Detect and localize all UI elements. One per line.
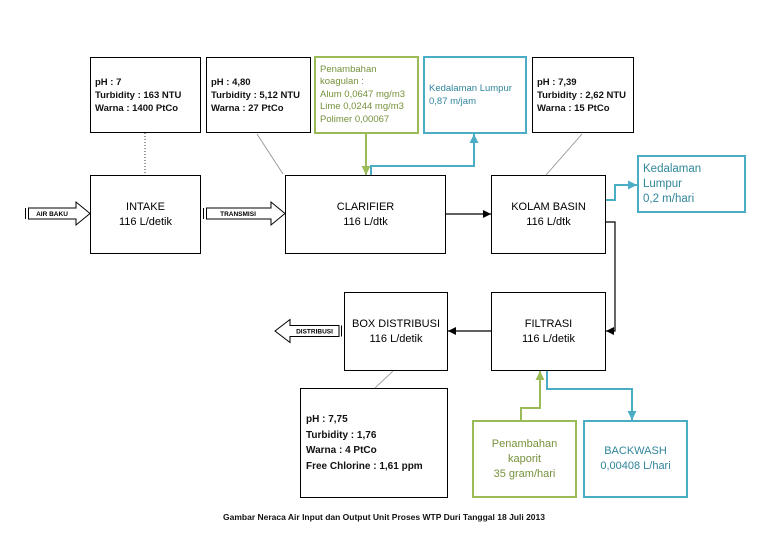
basin-sludge-heading-line-2: Lumpur (643, 177, 682, 190)
coagulant-addition-box: Penambahan koagulan : Alum 0,0647 mg/m3 … (314, 56, 419, 134)
distribution-turbidity: Turbidity : 1,76 (306, 429, 377, 441)
basin-color: Warna : 15 PtCo (537, 102, 610, 114)
distribution-color: Warna : 4 PtCo (306, 445, 377, 456)
basin-turbidity: Turbidity : 2,62 NTU (537, 89, 627, 101)
distribution-box-unit: BOX DISTRIBUSI 116 L/detik (344, 292, 448, 371)
backwash-value: 0,00408 L/hari (600, 460, 671, 472)
connector-clarifier-inlet-quality (256, 133, 284, 175)
transmission-arrow: TRANSMISI (203, 200, 286, 227)
arrow-chlorine-to-filtration (520, 371, 545, 420)
arrow-clarifier-to-sludge (370, 134, 479, 175)
intake-unit-box: INTAKE 116 L/detik (90, 175, 201, 254)
basin-water-quality-box: pH : 7,39 Turbidity : 2,62 NTU Warna : 1… (532, 57, 634, 133)
raw-water-arrow: AIR BAKU (25, 200, 91, 227)
backwash-label: BACKWASH (604, 445, 667, 457)
clarifier-sludge-depth-box: Kedalaman Lumpur 0,87 m/jam (423, 56, 527, 134)
intake-unit-name: INTAKE (126, 200, 165, 213)
intake-unit-flow: 116 L/detik (118, 215, 172, 228)
raw-water-arrow-shape (28, 200, 91, 227)
coagulant-lime: Lime 0,0244 mg/m3 (320, 101, 404, 113)
clarifier-unit-name: CLARIFIER (336, 200, 395, 213)
chlorine-heading-line-2: kaporit (507, 452, 542, 465)
clarifier-sludge-label: Kedalaman Lumpur (429, 83, 512, 94)
raw-water-arrow-label: AIR BAKU (36, 211, 68, 218)
figure-caption: Gambar Neraca Air Input dan Output Unit … (223, 512, 545, 522)
transmission-arrow-label: TRANSMISI (220, 211, 256, 218)
arrow-basin-to-sludge (606, 180, 637, 201)
clarifier-inlet-color: Warna : 27 PtCo (211, 102, 284, 114)
distribution-arrow: DISTRIBUSI (274, 318, 342, 344)
distribution-box-flow: 116 L/detik (369, 332, 423, 345)
connector-basin-quality (545, 133, 583, 176)
intake-turbidity: Turbidity : 163 NTU (95, 89, 182, 101)
coagulant-polymer: Polimer 0,00067 (320, 113, 390, 125)
clarifier-unit-box: CLARIFIER 116 L/dtk (285, 175, 446, 254)
basin-unit-box: KOLAM BASIN 116 L/dtk (491, 175, 606, 254)
clarifier-sludge-value: 0,87 m/jam (429, 96, 476, 107)
connector-distribution-quality (374, 370, 394, 389)
arrow-filtration-to-backwash (546, 371, 637, 420)
distribution-ph: pH : 7,75 (306, 414, 348, 425)
basin-unit-flow: 116 L/dtk (526, 215, 571, 228)
distribution-arrow-shape (274, 318, 340, 344)
basin-sludge-heading-line-1: Kedalaman (643, 162, 702, 175)
transmission-arrow-shape (206, 200, 286, 227)
intake-color: Warna : 1400 PtCo (95, 102, 179, 114)
distribution-free-chlorine: Free Chlorine : 1,61 ppm (306, 460, 423, 472)
arrow-basin-to-filtration (606, 221, 616, 335)
intake-water-quality-box: pH : 7 Turbidity : 163 NTU Warna : 1400 … (90, 57, 201, 133)
basin-unit-name: KOLAM BASIN (511, 200, 586, 213)
clarifier-inlet-turbidity: Turbidity : 5,12 NTU (211, 89, 301, 101)
clarifier-inlet-quality-box: pH : 4,80 Turbidity : 5,12 NTU Warna : 2… (206, 57, 311, 133)
basin-ph: pH : 7,39 (537, 76, 577, 88)
coagulant-heading-line-2: koagulan : (320, 76, 364, 88)
coagulant-heading-line-1: Penambahan (320, 63, 377, 75)
distribution-water-quality-box: pH : 7,75 Turbidity : 1,76 Warna : 4 PtC… (300, 388, 448, 498)
clarifier-inlet-ph: pH : 4,80 (211, 76, 251, 88)
coagulant-alum: Alum 0,0647 mg/m3 (320, 88, 406, 100)
chlorine-amount: 35 gram/hari (493, 467, 556, 480)
chlorine-heading-line-1: Penambahan (491, 437, 558, 450)
distribution-box-name: BOX DISTRIBUSI (351, 317, 441, 330)
backwash-box: BACKWASH 0,00408 L/hari (583, 420, 688, 498)
filtration-unit-name: FILTRASI (524, 317, 573, 330)
filtration-unit-box: FILTRASI 116 L/detik (491, 292, 606, 371)
intake-ph: pH : 7 (95, 76, 122, 88)
clarifier-unit-flow: 116 L/dtk (343, 215, 388, 228)
chlorine-addition-box: Penambahan kaporit 35 gram/hari (472, 420, 577, 498)
filtration-unit-flow: 116 L/detik (521, 332, 575, 345)
basin-sludge-depth-box: Kedalaman Lumpur 0,2 m/hari (637, 155, 746, 213)
basin-sludge-value: 0,2 m/hari (643, 192, 695, 205)
distribution-arrow-label: DISTRIBUSI (296, 328, 333, 335)
